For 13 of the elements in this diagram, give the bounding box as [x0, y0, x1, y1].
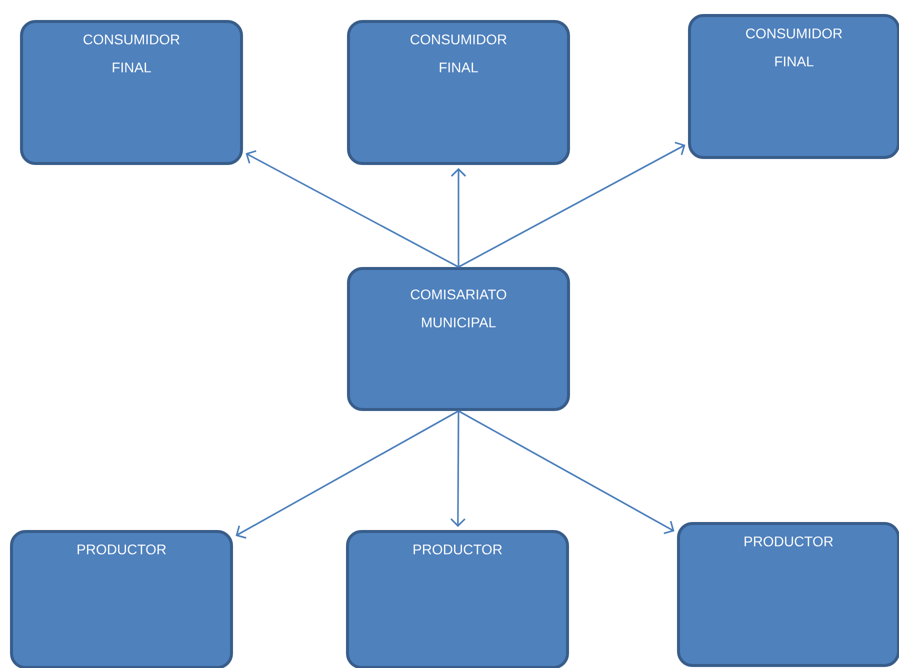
process-box: CONSUMIDOR FINAL — [688, 14, 899, 159]
process-box: PRODUCTOR — [677, 522, 899, 667]
arrow — [450, 411, 466, 527]
arrow — [458, 410, 674, 534]
process-box: COMISARIATO MUNICIPAL — [347, 267, 570, 411]
process-box: CONSUMIDOR FINAL — [347, 20, 570, 165]
process-box: PRODUCTOR — [10, 530, 233, 668]
arrow — [236, 410, 459, 539]
process-box: CONSUMIDOR FINAL — [20, 20, 243, 165]
arrow — [458, 142, 686, 268]
arrow — [450, 168, 466, 267]
arrow — [246, 150, 459, 268]
process-box: PRODUCTOR — [346, 530, 569, 668]
